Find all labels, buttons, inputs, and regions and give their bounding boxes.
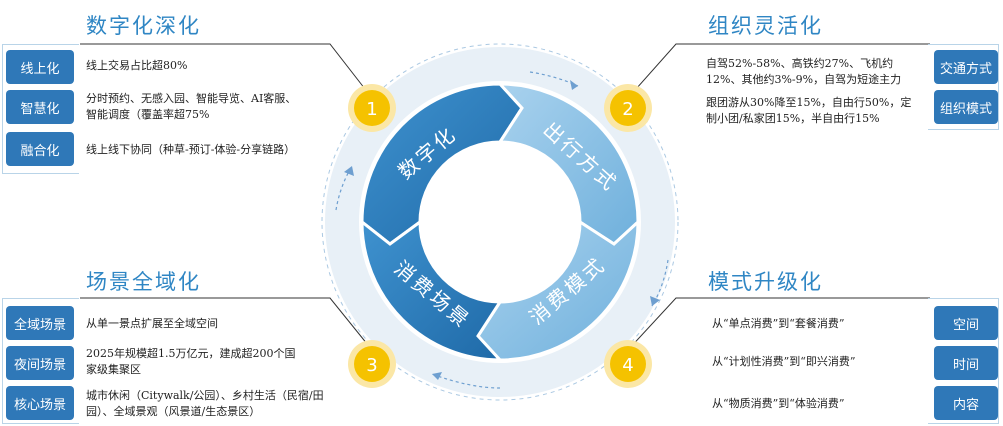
- connector-line-4: [627, 297, 930, 351]
- svg-text:3: 3: [366, 355, 377, 376]
- orbit-arrow-top: [529, 71, 579, 90]
- badge-2: 2: [604, 84, 652, 132]
- badge-3: 3: [348, 340, 396, 388]
- desc-smart: 分时预约、无感入园、智能导览、AI客服、智能调度（覆盖率超75%: [86, 92, 297, 121]
- tag-time: 时间: [934, 346, 998, 380]
- section-title-scene: 场景全域化: [86, 270, 201, 294]
- desc-space: 从“单点消费”到“套餐消费”: [712, 317, 845, 330]
- organization-frame: [928, 44, 999, 130]
- tag-content: 内容: [934, 386, 998, 420]
- tag-night-scene: 夜间场景: [6, 346, 74, 380]
- orbit-arrow-right: [650, 259, 669, 307]
- tag-transport: 交通方式: [934, 50, 998, 84]
- svg-text:1: 1: [366, 99, 377, 120]
- desc-content: 从“物质消费”到“体验消费”: [712, 397, 845, 410]
- orbit-arrow-left: [335, 165, 354, 211]
- desc-org-mode: 跟团游从30%降至15%，自由行50%，定制小团/私家团15%，半自由行15%: [706, 96, 912, 125]
- connector-line-2: [627, 43, 930, 99]
- desc-core-scene: 城市休闲（Citywalk/公园）、乡村生活（民宿/田园）、全域景观（风景道/生…: [86, 389, 324, 418]
- section-title-organization: 组织灵活化: [708, 14, 823, 38]
- desc-online: 线上交易占比超80%: [86, 59, 188, 72]
- desc-fusion: 线上线下协同（种草-预订-体验-分享链路）: [86, 143, 296, 156]
- tag-fusion: 融合化: [6, 132, 74, 166]
- desc-transport: 自驾52%-58%、高铁约27%、飞机约12%、其他约3%-9%，自驾为短途主力: [706, 57, 902, 86]
- section-title-mode: 模式升级化: [708, 270, 823, 294]
- dashed-orbit: [321, 43, 679, 401]
- tag-org-mode: 组织模式: [934, 90, 998, 124]
- scene-frame: [2, 298, 79, 424]
- svg-text:4: 4: [622, 355, 633, 376]
- section-title-digitization: 数字化深化: [86, 14, 201, 38]
- tag-online: 线上化: [6, 50, 74, 84]
- orbit-arrow-bottom: [431, 372, 501, 389]
- desc-time: 从“计划性消费”到“即兴消费”: [712, 355, 856, 368]
- badge-1: 1: [348, 84, 396, 132]
- badge-4: 4: [604, 340, 652, 388]
- desc-night-scene: 2025年规模超1.5万亿元，建成超200个国家级集聚区: [86, 347, 296, 376]
- wheel-segment-scene: [360, 218, 504, 362]
- tag-smart: 智慧化: [6, 90, 74, 124]
- mode-frame: [928, 298, 999, 424]
- desc-all-scene: 从单一景点扩展至全域空间: [86, 317, 218, 330]
- outer-halo-ring: [325, 47, 675, 397]
- tag-space: 空间: [934, 306, 998, 340]
- connector-line-3: [80, 297, 373, 351]
- svg-text:2: 2: [622, 99, 633, 120]
- connector-line-1: [80, 43, 373, 99]
- digitization-frame: [2, 44, 79, 174]
- tag-all-scene: 全域场景: [6, 306, 74, 340]
- tag-core-scene: 核心场景: [6, 386, 74, 420]
